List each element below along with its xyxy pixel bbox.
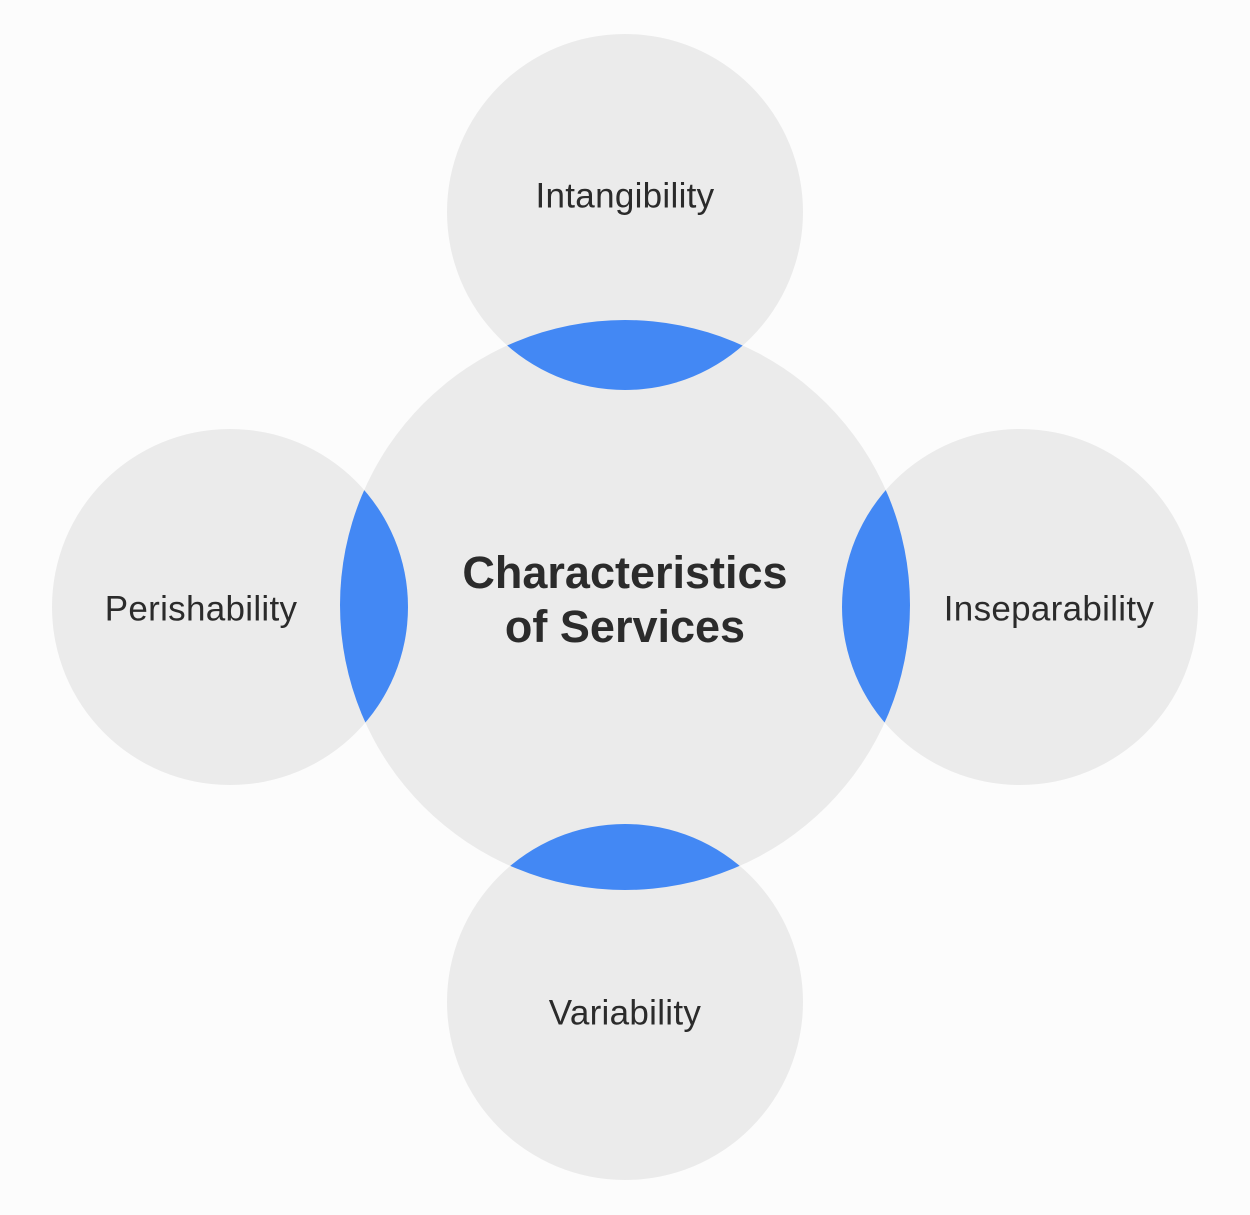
label-perishability: Perishability [105, 589, 298, 628]
label-intangibility: Intangibility [535, 176, 714, 215]
center-circle [340, 320, 910, 890]
label-inseparability: Inseparability [944, 589, 1155, 628]
label-variability: Variability [549, 993, 702, 1032]
left-circle [52, 429, 408, 785]
center-title-line1: Characteristics [462, 547, 787, 598]
bottom-circle [447, 824, 803, 1180]
top-circle [447, 34, 803, 390]
right-circle [842, 429, 1198, 785]
center-title-line2: of Services [505, 601, 745, 652]
